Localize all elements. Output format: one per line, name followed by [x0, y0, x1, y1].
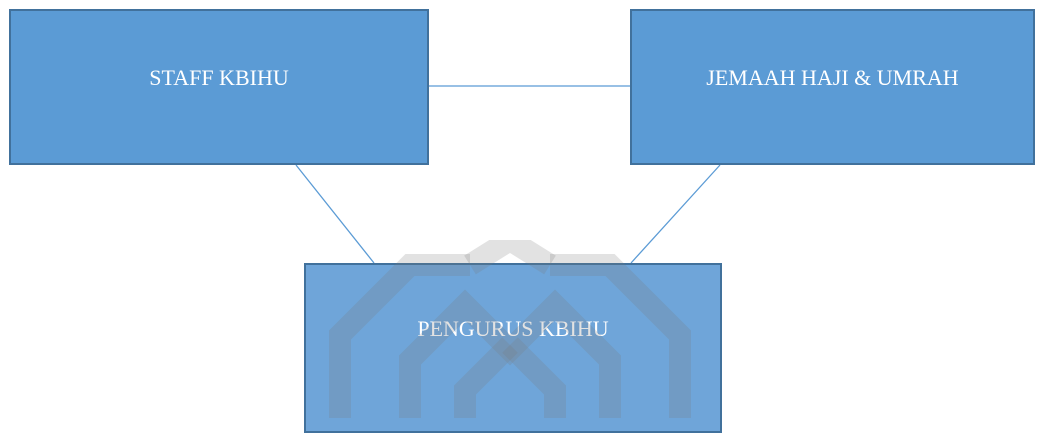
node-pengurus-kbihu: PENGURUS KBIHU [304, 263, 722, 433]
node-jemaah-haji-umrah: JEMAAH HAJI & UMRAH [630, 9, 1035, 165]
diagram-canvas: STAFF KBIHU JEMAAH HAJI & UMRAH PENGURUS… [9, 9, 1035, 433]
connector-staff-pengurus [295, 164, 375, 264]
node-label-pengurus: PENGURUS KBIHU [417, 316, 609, 341]
connectors [295, 85, 721, 264]
node-label-staff: STAFF KBIHU [149, 65, 289, 90]
connector-jemaah-pengurus [630, 164, 721, 264]
node-staff-kbihu: STAFF KBIHU [9, 9, 429, 165]
node-label-jemaah: JEMAAH HAJI & UMRAH [706, 65, 959, 90]
